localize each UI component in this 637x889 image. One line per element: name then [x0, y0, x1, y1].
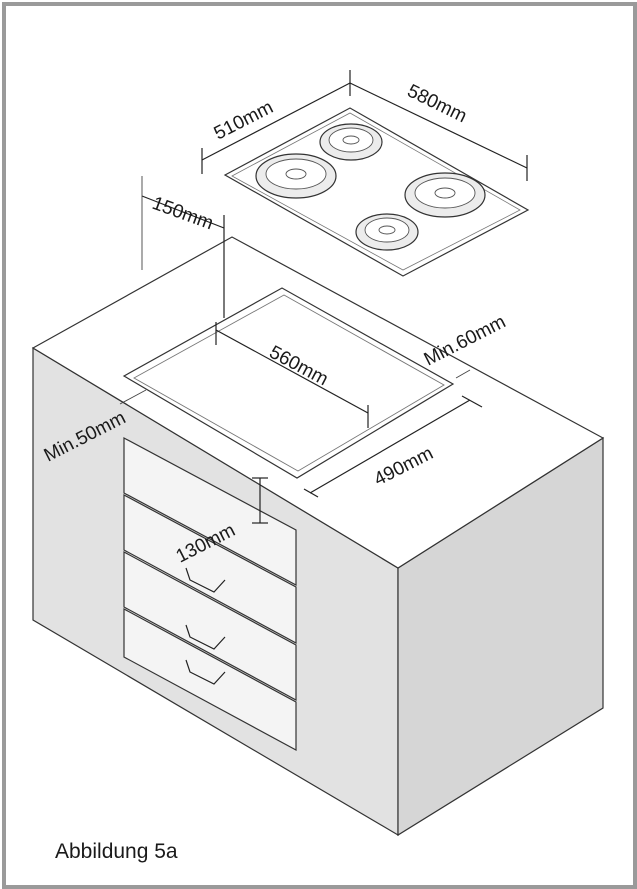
- drawer-stack: [123, 436, 297, 752]
- burner-rear-left: [319, 123, 383, 161]
- hob: [223, 107, 530, 277]
- burner-rear-right: [404, 172, 486, 218]
- drawer-handle-2: [185, 567, 226, 593]
- dim-label-side-clearance: Min.60mm: [421, 311, 510, 370]
- worktop-cutout: [122, 287, 455, 479]
- dim-label-hob-width: 580mm: [404, 81, 470, 128]
- dimension-lines: [119, 70, 528, 524]
- burner-front-right: [355, 213, 419, 251]
- dim-label-hob-depth: 510mm: [211, 97, 277, 144]
- drawer-4: [123, 607, 297, 752]
- figure-caption: Abbildung 5a: [55, 840, 178, 863]
- drawer-handle-3: [185, 624, 226, 650]
- burner-front-left: [255, 153, 337, 199]
- drawer-handle-4: [185, 659, 226, 685]
- drawer-2: [123, 493, 297, 645]
- drawer-1: [123, 436, 297, 587]
- drawer-3: [123, 550, 297, 702]
- dim-label-rear-clearance: 150mm: [149, 193, 216, 234]
